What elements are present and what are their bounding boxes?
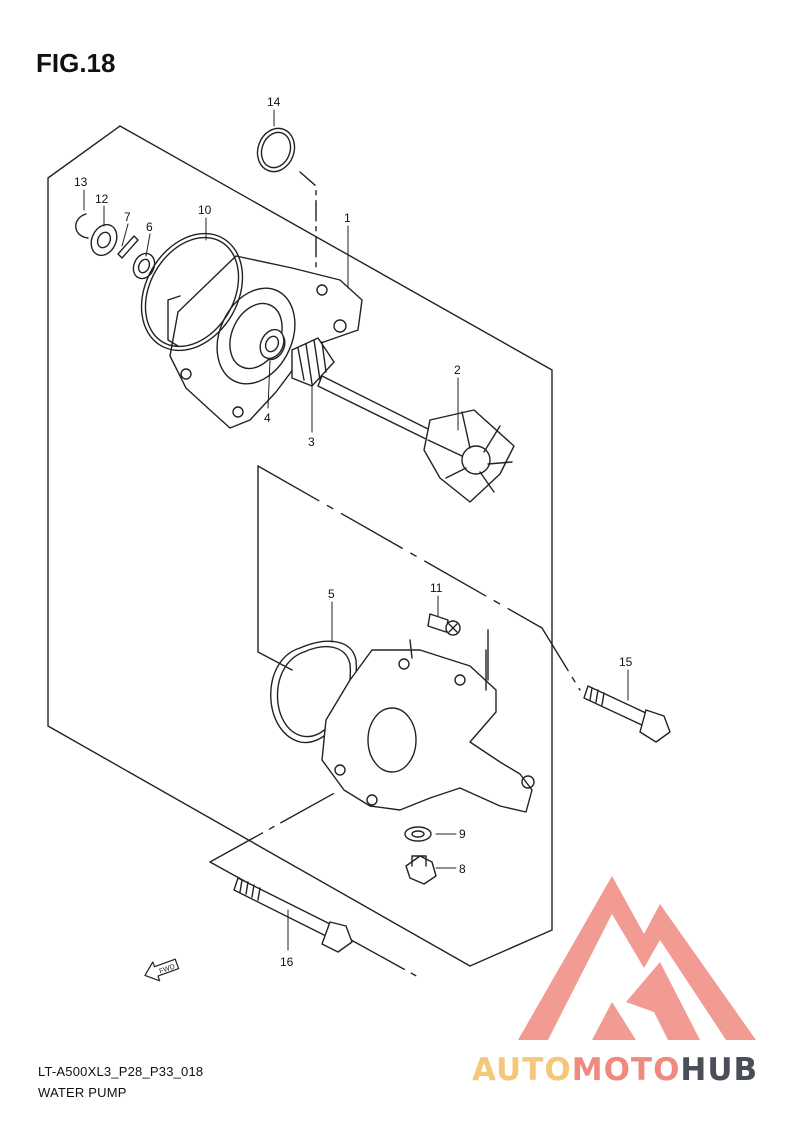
callout-8: 8 bbox=[459, 862, 466, 876]
callout-3: 3 bbox=[308, 435, 315, 449]
part-16-bolt bbox=[233, 877, 353, 953]
callout-labels: 14 1 13 12 7 6 10 2 4 3 5 11 15 9 8 16 bbox=[74, 95, 633, 969]
part-7-pin bbox=[117, 235, 139, 259]
callout-7: 7 bbox=[124, 210, 131, 224]
fwd-arrow-icon: FWD bbox=[144, 958, 180, 982]
part-14-o-ring bbox=[256, 127, 317, 273]
part-11-screw bbox=[427, 613, 461, 636]
assembly-frame-inner-left bbox=[257, 465, 293, 671]
callout-16: 16 bbox=[280, 955, 294, 969]
callout-5: 5 bbox=[328, 587, 335, 601]
assembly-frame-inner bbox=[257, 465, 543, 629]
callout-14: 14 bbox=[267, 95, 281, 109]
callout-9: 9 bbox=[459, 827, 466, 841]
callout-1: 1 bbox=[344, 211, 351, 225]
callout-2: 2 bbox=[454, 363, 461, 377]
part-9-washer bbox=[404, 826, 432, 842]
watermark-hub: HUB bbox=[680, 1052, 759, 1088]
assembly-frame-inner-right bbox=[487, 627, 581, 701]
part-3-mechanical-seal bbox=[291, 337, 335, 387]
watermark-auto: AUTO bbox=[472, 1052, 572, 1088]
part-4-oil-seal bbox=[259, 328, 285, 360]
part-13-e-clip bbox=[75, 213, 89, 239]
callout-11: 11 bbox=[430, 581, 443, 595]
part-6-washer bbox=[132, 252, 156, 280]
leader-lines bbox=[83, 109, 629, 951]
callout-6: 6 bbox=[146, 220, 153, 234]
watermark-text: AUTOMOTOHUB bbox=[472, 1052, 758, 1088]
part-12-gear bbox=[90, 223, 118, 257]
pump-cover bbox=[321, 639, 535, 813]
callout-13: 13 bbox=[74, 175, 88, 189]
part-8-drain-bolt bbox=[405, 855, 437, 885]
section-name: WATER PUMP bbox=[38, 1085, 127, 1100]
watermark-logo-icon bbox=[518, 876, 756, 1040]
callout-12: 12 bbox=[95, 192, 109, 206]
part-15-bolt bbox=[583, 685, 671, 743]
model-code: LT-A500XL3_P28_P33_018 bbox=[38, 1064, 204, 1079]
callout-4: 4 bbox=[264, 411, 271, 425]
assembly-frame-outer bbox=[47, 125, 553, 967]
part-2-impeller bbox=[317, 375, 515, 503]
callout-10: 10 bbox=[198, 203, 212, 217]
watermark-moto: MOTO bbox=[571, 1052, 681, 1088]
figure-title: FIG.18 bbox=[36, 48, 116, 78]
part-10-o-ring bbox=[140, 232, 244, 352]
callout-15: 15 bbox=[619, 655, 633, 669]
